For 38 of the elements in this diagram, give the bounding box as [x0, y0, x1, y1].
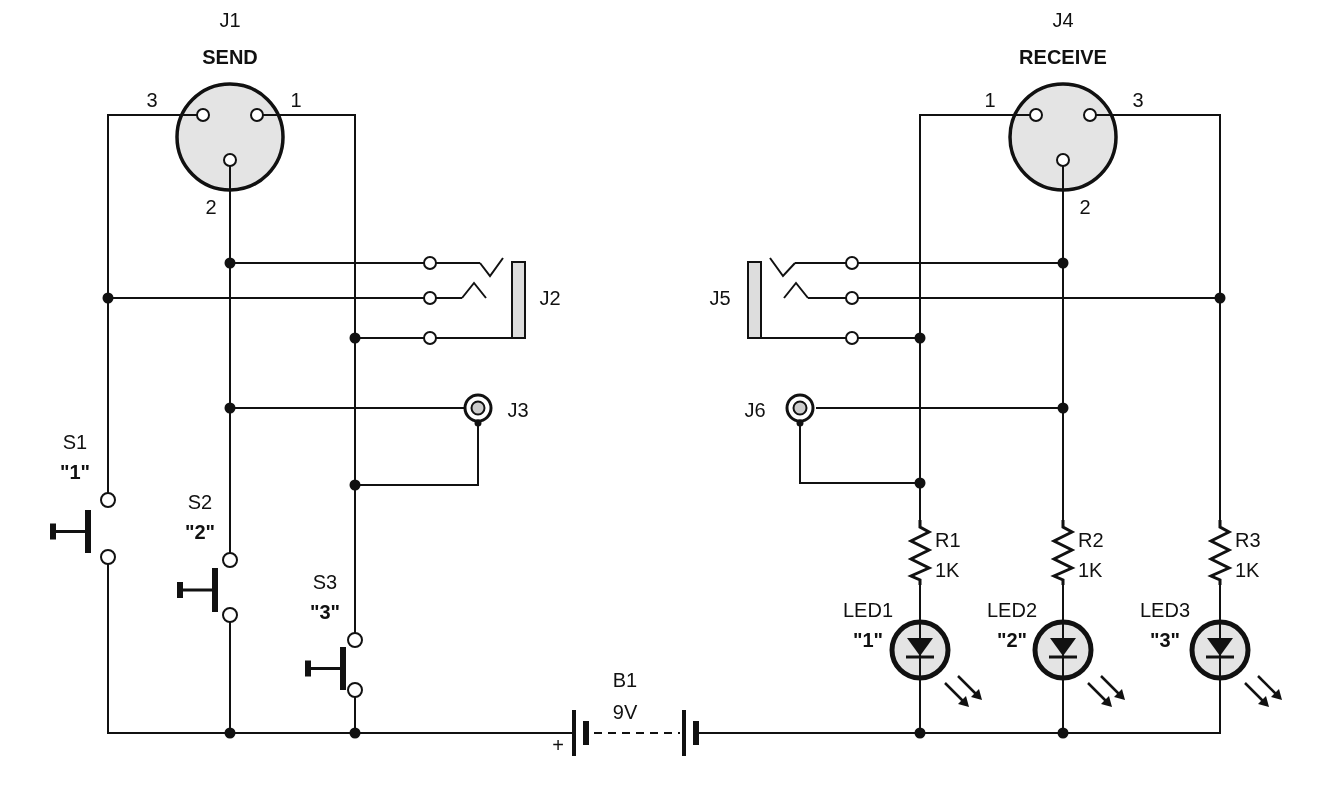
switch-label: "1"	[59, 461, 91, 483]
pin-number: 1	[984, 89, 996, 111]
wire	[919, 584, 921, 596]
wire	[1062, 584, 1064, 596]
component-label: J3	[507, 399, 529, 421]
component-label: R2	[1078, 529, 1104, 551]
pin-number: 1	[290, 89, 302, 111]
component-label: S3	[312, 571, 338, 593]
pin-number: 2	[1079, 196, 1091, 218]
component-label: S1	[62, 431, 88, 453]
component-label: J5	[709, 287, 731, 309]
pin-number: 3	[1132, 89, 1144, 111]
component-label: B1	[612, 669, 638, 691]
component-label: J4	[1052, 9, 1074, 31]
connector-label: SEND	[202, 46, 258, 68]
component-value: 9V	[612, 701, 638, 723]
component-label: J6	[744, 399, 766, 421]
component-label: LED2	[987, 599, 1037, 621]
polarity-mark: +	[552, 734, 564, 756]
wire	[1219, 584, 1221, 596]
component-label: R3	[1235, 529, 1261, 551]
led-label: "3"	[1149, 629, 1181, 651]
component-label: LED1	[843, 599, 893, 621]
led-label: "1"	[852, 629, 884, 651]
component-value: 1K	[1235, 559, 1260, 581]
switch-label: "2"	[184, 521, 216, 543]
connector-label: RECEIVE	[1019, 46, 1107, 68]
component-label: R1	[935, 529, 961, 551]
led-label: "2"	[996, 629, 1028, 651]
component-label: S2	[187, 491, 213, 513]
component-label: LED3	[1140, 599, 1190, 621]
component-label: J1	[219, 9, 241, 31]
component-value: 1K	[935, 559, 960, 581]
pin-number: 3	[146, 89, 158, 111]
switch-label: "3"	[309, 601, 341, 623]
component-label: J2	[539, 287, 561, 309]
pin-number: 2	[205, 196, 217, 218]
component-value: 1K	[1078, 559, 1103, 581]
